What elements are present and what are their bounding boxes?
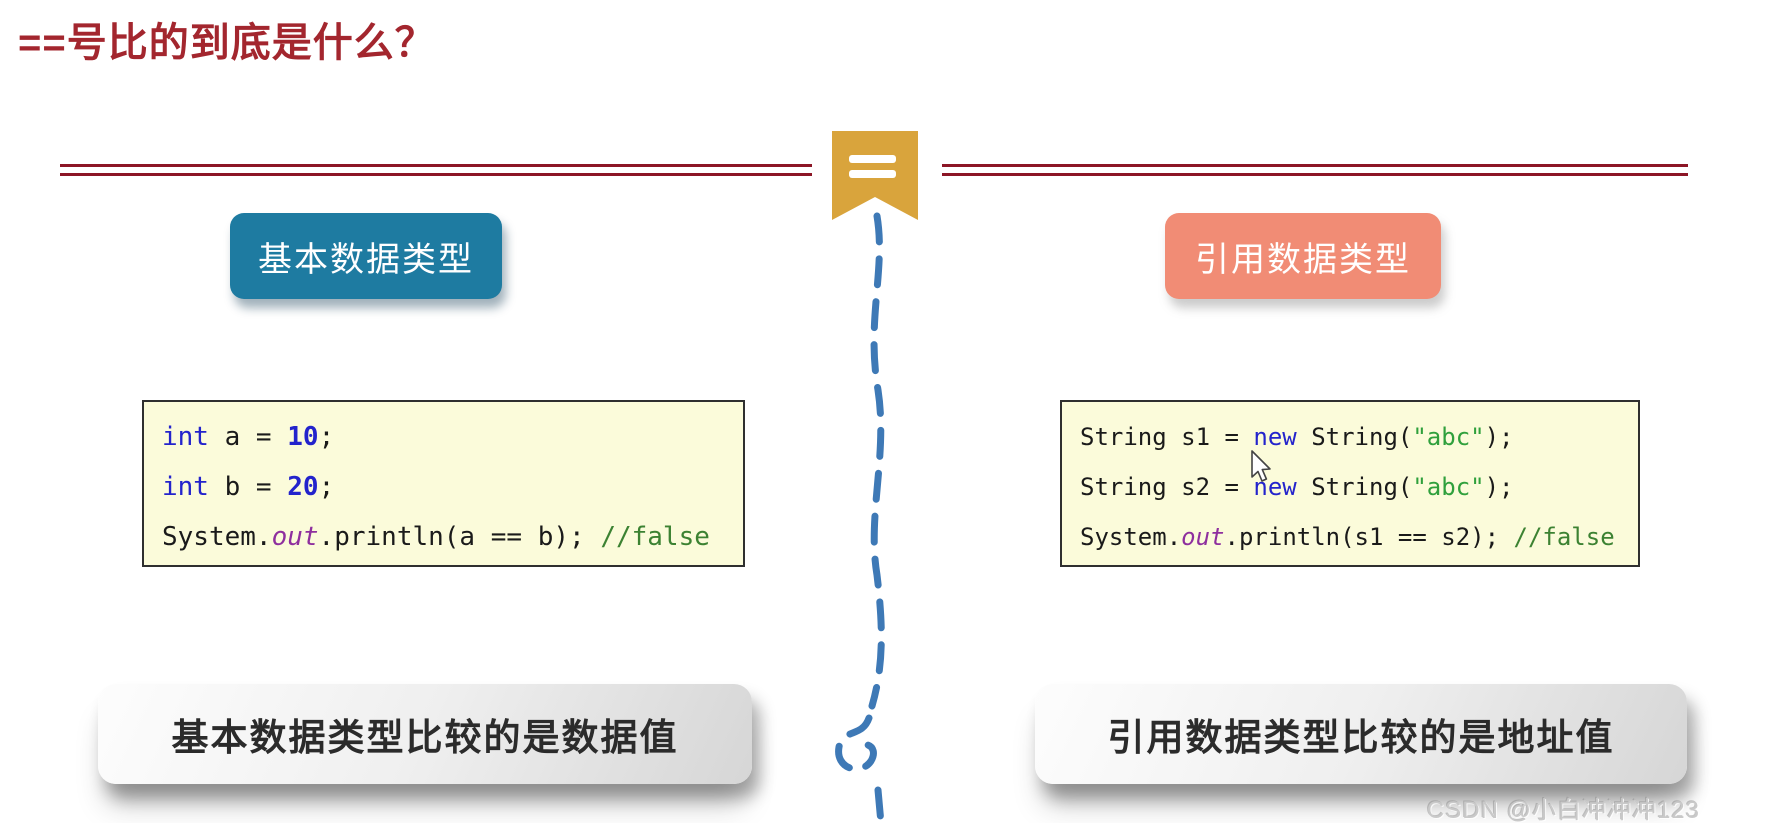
primitive-type-button-label: 基本数据类型 [258, 240, 474, 279]
code-token: String( [1296, 423, 1413, 451]
divider-line-right [942, 164, 1688, 176]
mouse-cursor [1251, 450, 1271, 482]
code-token: ; [318, 422, 335, 452]
code-token: out [271, 522, 319, 552]
divider-line-left [60, 164, 812, 176]
code-token: "abc" [1412, 473, 1485, 501]
code-line: int a = 10; [162, 412, 725, 462]
code-token: ; [318, 472, 335, 502]
primitive-type-button[interactable]: 基本数据类型 [230, 213, 502, 299]
code-token: System. [1080, 523, 1182, 551]
code-line: String s1 = new String("abc"); [1080, 412, 1620, 462]
page-title: ==号比的到底是什么？ [18, 21, 436, 65]
equals-icon [849, 155, 896, 178]
watermark: CSDN @小白冲冲冲123 [1426, 797, 1700, 823]
code-line: String s2 = new String("abc"); [1080, 462, 1620, 512]
primitive-conclusion-text: 基本数据类型比较的是数据值 [171, 717, 679, 758]
code-token: .println(s1 == s2); [1224, 523, 1514, 551]
reference-code-block: String s1 = new String("abc"); String s2… [1060, 400, 1640, 567]
code-token: 20 [287, 472, 319, 502]
code-token: out [1181, 523, 1225, 551]
code-token: "abc" [1412, 423, 1485, 451]
bookmark-ribbon-icon [832, 131, 918, 220]
code-token: String s2 = [1080, 473, 1254, 501]
code-token: System. [162, 522, 272, 552]
code-token: int [162, 422, 209, 452]
code-token: new [1253, 423, 1297, 451]
primitive-conclusion-banner: 基本数据类型比较的是数据值 [98, 684, 752, 784]
code-token: String( [1296, 473, 1413, 501]
code-line: System.out.println(s1 == s2); //false [1080, 512, 1620, 562]
code-line: int b = 20; [162, 462, 725, 512]
code-token: int [162, 472, 209, 502]
primitive-code-block: int a = 10; int b = 20; System.out.print… [142, 400, 745, 567]
reference-conclusion-text: 引用数据类型比较的是地址值 [1107, 717, 1615, 758]
code-token: String s1 = [1080, 423, 1254, 451]
code-token: ); [1484, 473, 1514, 501]
code-token: b = [208, 472, 288, 502]
code-token: //false [1513, 523, 1615, 551]
reference-type-button[interactable]: 引用数据类型 [1165, 213, 1441, 299]
code-token: 10 [287, 422, 319, 452]
code-token: a = [208, 422, 288, 452]
code-token: ); [1484, 423, 1514, 451]
reference-type-button-label: 引用数据类型 [1195, 240, 1411, 279]
code-line: System.out.println(a == b); //false [162, 512, 725, 562]
code-token: .println(a == b); [318, 522, 601, 552]
code-token: //false [600, 522, 710, 552]
reference-conclusion-banner: 引用数据类型比较的是地址值 [1035, 684, 1687, 784]
